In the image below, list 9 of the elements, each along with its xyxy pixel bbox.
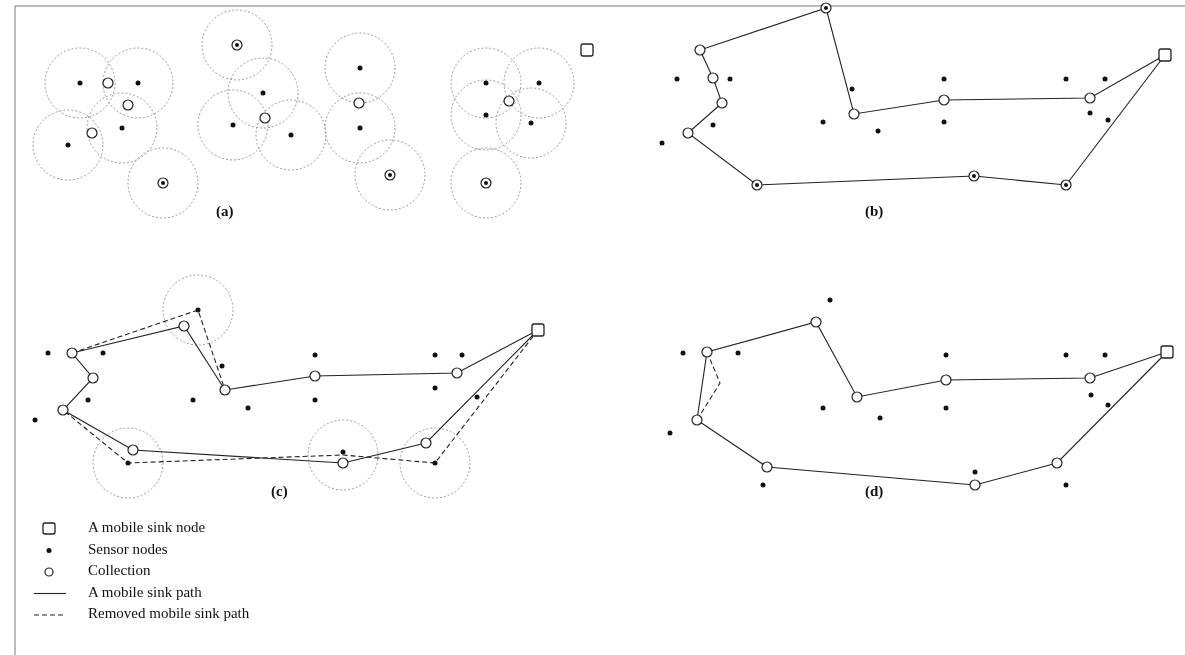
- legend-text: Removed mobile sink path: [88, 605, 250, 622]
- panel-label: (c): [271, 483, 288, 500]
- legend-text: A mobile sink path: [88, 583, 202, 601]
- panel-label: (a): [216, 203, 234, 220]
- panel-label: (b): [865, 203, 884, 220]
- legend-text: Sensor nodes: [88, 540, 168, 558]
- legend-text: A mobile sink node: [88, 519, 206, 536]
- legend-text: Collection: [88, 562, 151, 579]
- panel-label: (d): [865, 483, 884, 500]
